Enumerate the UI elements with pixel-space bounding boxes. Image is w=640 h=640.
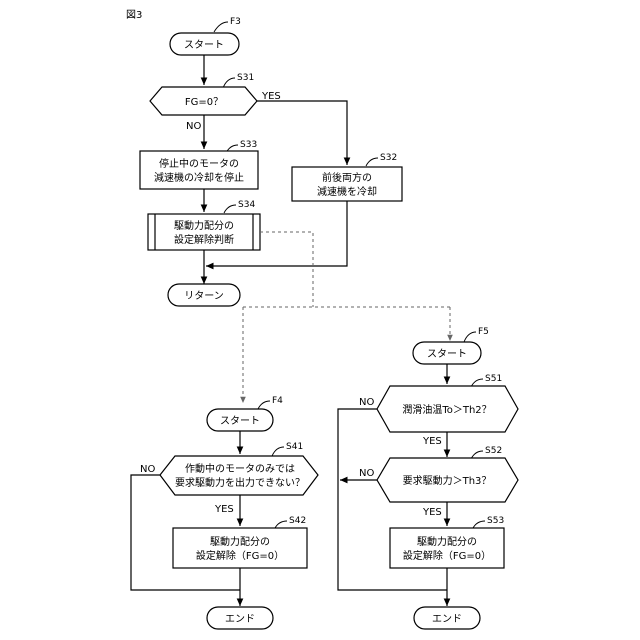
s31-yes-arrow: [257, 101, 347, 165]
ref-s32: S32: [380, 153, 397, 163]
s31-no-label: NO: [186, 121, 201, 132]
ref-f3: F3: [230, 17, 241, 27]
s51-text: 潤滑油温To＞Th2？: [402, 403, 491, 416]
s42-line-1: 駆動力配分の: [210, 535, 270, 548]
s32-line-2: 減速機を冷却: [317, 185, 377, 198]
ref-s41: S41: [286, 442, 303, 452]
ref-f4: F4: [272, 396, 283, 406]
s31-text: FG=0？: [185, 97, 223, 108]
ref-s33: S33: [240, 140, 257, 150]
s42-process: [173, 528, 307, 568]
f5-end-label: エンド: [432, 614, 462, 625]
ref-s42: S42: [289, 516, 306, 526]
s52-no-label: NO: [359, 468, 374, 479]
s42-line-2: 設定解除（FG=0）: [196, 549, 284, 562]
s41-line-1: 作動中のモータのみでは: [185, 462, 295, 475]
s32-line-1: 前後両方の: [322, 171, 372, 184]
f5-start-label: スタート: [427, 348, 467, 360]
s41-decision: [160, 456, 318, 495]
flow-f5: F5 スタート S51 潤滑油温To＞Th2？ NO YES S52 要求駆動力…: [338, 327, 518, 629]
s34-line-2: 設定解除判断: [174, 233, 234, 246]
leader-s53: [473, 521, 485, 528]
flow-f4: F4 スタート S41 作動中のモータのみでは 要求駆動力を出力できない？ NO…: [131, 396, 318, 629]
s52-yes-label: YES: [422, 507, 442, 518]
leader-f5: [464, 332, 476, 342]
leader-s41: [272, 447, 284, 456]
leader-s34: [224, 205, 236, 213]
s31-yes-label: YES: [261, 91, 281, 102]
f4-start-label: スタート: [220, 415, 260, 427]
ref-s51: S51: [485, 374, 502, 384]
s41-line-2: 要求駆動力を出力できない？: [175, 476, 305, 489]
ref-s34: S34: [238, 200, 255, 210]
f3-start-label: スタート: [184, 39, 224, 51]
s53-line-2: 設定解除（FG=0）: [403, 549, 491, 562]
s53-process: [390, 528, 504, 568]
flow-f3: F3 スタート S31 FG=0？ YES NO S33 停止中のモータの 減速…: [140, 17, 402, 306]
ref-f5: F5: [478, 327, 489, 337]
ref-s52: S52: [485, 446, 502, 456]
s33-line-1: 停止中のモータの: [159, 157, 239, 170]
ref-s53: S53: [487, 516, 504, 526]
f4-end-label: エンド: [225, 614, 255, 625]
dashed-link-s34: [260, 232, 313, 307]
s33-line-2: 減速機の冷却を停止: [154, 171, 244, 184]
s53-line-1: 駆動力配分の: [417, 535, 477, 548]
leader-s42: [275, 521, 287, 528]
s52-text: 要求駆動力＞Th3？: [403, 474, 492, 487]
s51-no-label: NO: [359, 397, 374, 408]
ref-s31: S31: [237, 73, 254, 83]
leader-f3: [214, 22, 228, 32]
f3-return-label: リターン: [184, 290, 224, 302]
leader-s32: [366, 158, 378, 166]
s34-line-1: 駆動力配分の: [174, 219, 234, 232]
s41-yes-label: YES: [214, 504, 234, 515]
s51-yes-label: YES: [422, 436, 442, 447]
s41-no-label: NO: [140, 464, 155, 475]
figure-label: 図3: [126, 9, 142, 21]
leader-f4: [258, 401, 270, 409]
